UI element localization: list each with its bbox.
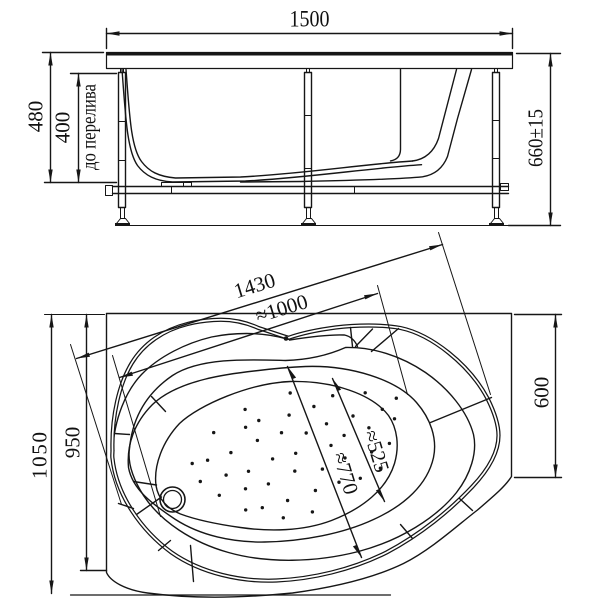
svg-text:1050: 1050	[28, 432, 52, 479]
svg-text:до перелива: до перелива	[79, 84, 101, 170]
svg-text:600: 600	[530, 377, 554, 409]
svg-text:660±15: 660±15	[524, 109, 548, 167]
svg-text:480: 480	[24, 101, 48, 133]
svg-text:1500: 1500	[290, 7, 330, 32]
svg-text:950: 950	[61, 427, 85, 459]
svg-text:400: 400	[51, 112, 75, 144]
